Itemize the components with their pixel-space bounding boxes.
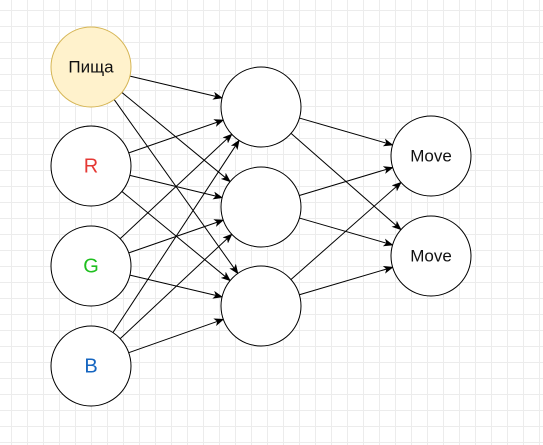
input-node-4: B [50,325,132,407]
input-node-1-label: Пища [68,57,114,76]
edge-hidden-node-2-to-output-node-1 [299,166,394,196]
output-node-2-circle [390,215,472,297]
input-node-2: R [50,125,132,207]
input-node-3-circle [50,225,132,307]
input-node-2-circle [50,125,132,207]
input-node-1-circle [50,26,132,108]
edge-input-node-4-to-hidden-node-3 [128,318,225,354]
connection-edges [112,75,402,354]
output-node-1-label: Move [410,146,452,165]
edge-input-node-1-to-hidden-node-1 [129,75,224,100]
edge-hidden-node-1-to-output-node-1 [299,117,394,147]
input-node-3: G [50,225,132,307]
edge-input-node-2-to-hidden-node-1 [128,119,225,154]
input-node-4-circle [50,325,132,407]
edge-input-node-4-to-hidden-node-1 [112,139,240,333]
input-node-3-label: G [83,255,99,277]
edge-hidden-node-3-to-output-node-2 [299,265,394,296]
input-node-1: Пища [50,26,132,108]
input-node-4-label: B [84,355,97,377]
hidden-node-3-circle [220,265,302,347]
hidden-node-1 [220,66,302,148]
hidden-node-2-circle [220,166,302,248]
edge-input-node-4-to-hidden-node-2 [119,233,233,340]
hidden-node-1-circle [220,66,302,148]
output-node-2: Move [390,215,472,297]
output-node-2-label: Move [410,246,452,265]
output-node-1: Move [390,115,472,197]
hidden-node-2 [220,166,302,248]
input-node-2-label: R [84,155,98,177]
edge-input-node-3-to-hidden-node-1 [119,133,233,240]
output-node-1-circle [390,115,472,197]
hidden-node-3 [220,265,302,347]
edge-hidden-node-3-to-output-node-1 [290,181,402,280]
